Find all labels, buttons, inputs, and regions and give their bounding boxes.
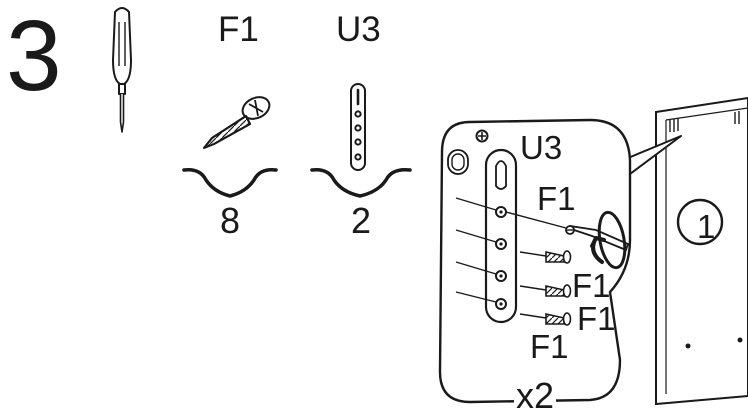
detail-multiplier: x2 xyxy=(514,375,557,416)
screwdriver-icon xyxy=(112,7,132,133)
detail-bracket-label: U3 xyxy=(520,129,563,166)
screw-icon xyxy=(203,96,271,149)
quantity-brace-u3 xyxy=(310,167,412,198)
part-quantity-u3: 2 xyxy=(351,200,372,241)
detail-screw-label: F1 xyxy=(577,300,616,337)
panel-marker: 1 xyxy=(697,208,716,245)
detail-screw-label: F1 xyxy=(530,328,569,365)
part-code-f1: F1 xyxy=(218,10,259,49)
part-code-u3: U3 xyxy=(336,10,381,49)
detail-screw-label: F1 xyxy=(537,180,576,217)
part-quantity-f1: 8 xyxy=(220,200,241,241)
detail-screws xyxy=(545,250,572,326)
quantity-brace-f1 xyxy=(182,167,278,198)
step-number: 3 xyxy=(6,0,62,112)
panel xyxy=(655,96,748,406)
rotate-arrow-icon xyxy=(590,236,606,264)
detail-drawing xyxy=(447,129,567,324)
detail-screw-label: F1 xyxy=(572,267,611,304)
bracket-icon xyxy=(350,83,366,171)
